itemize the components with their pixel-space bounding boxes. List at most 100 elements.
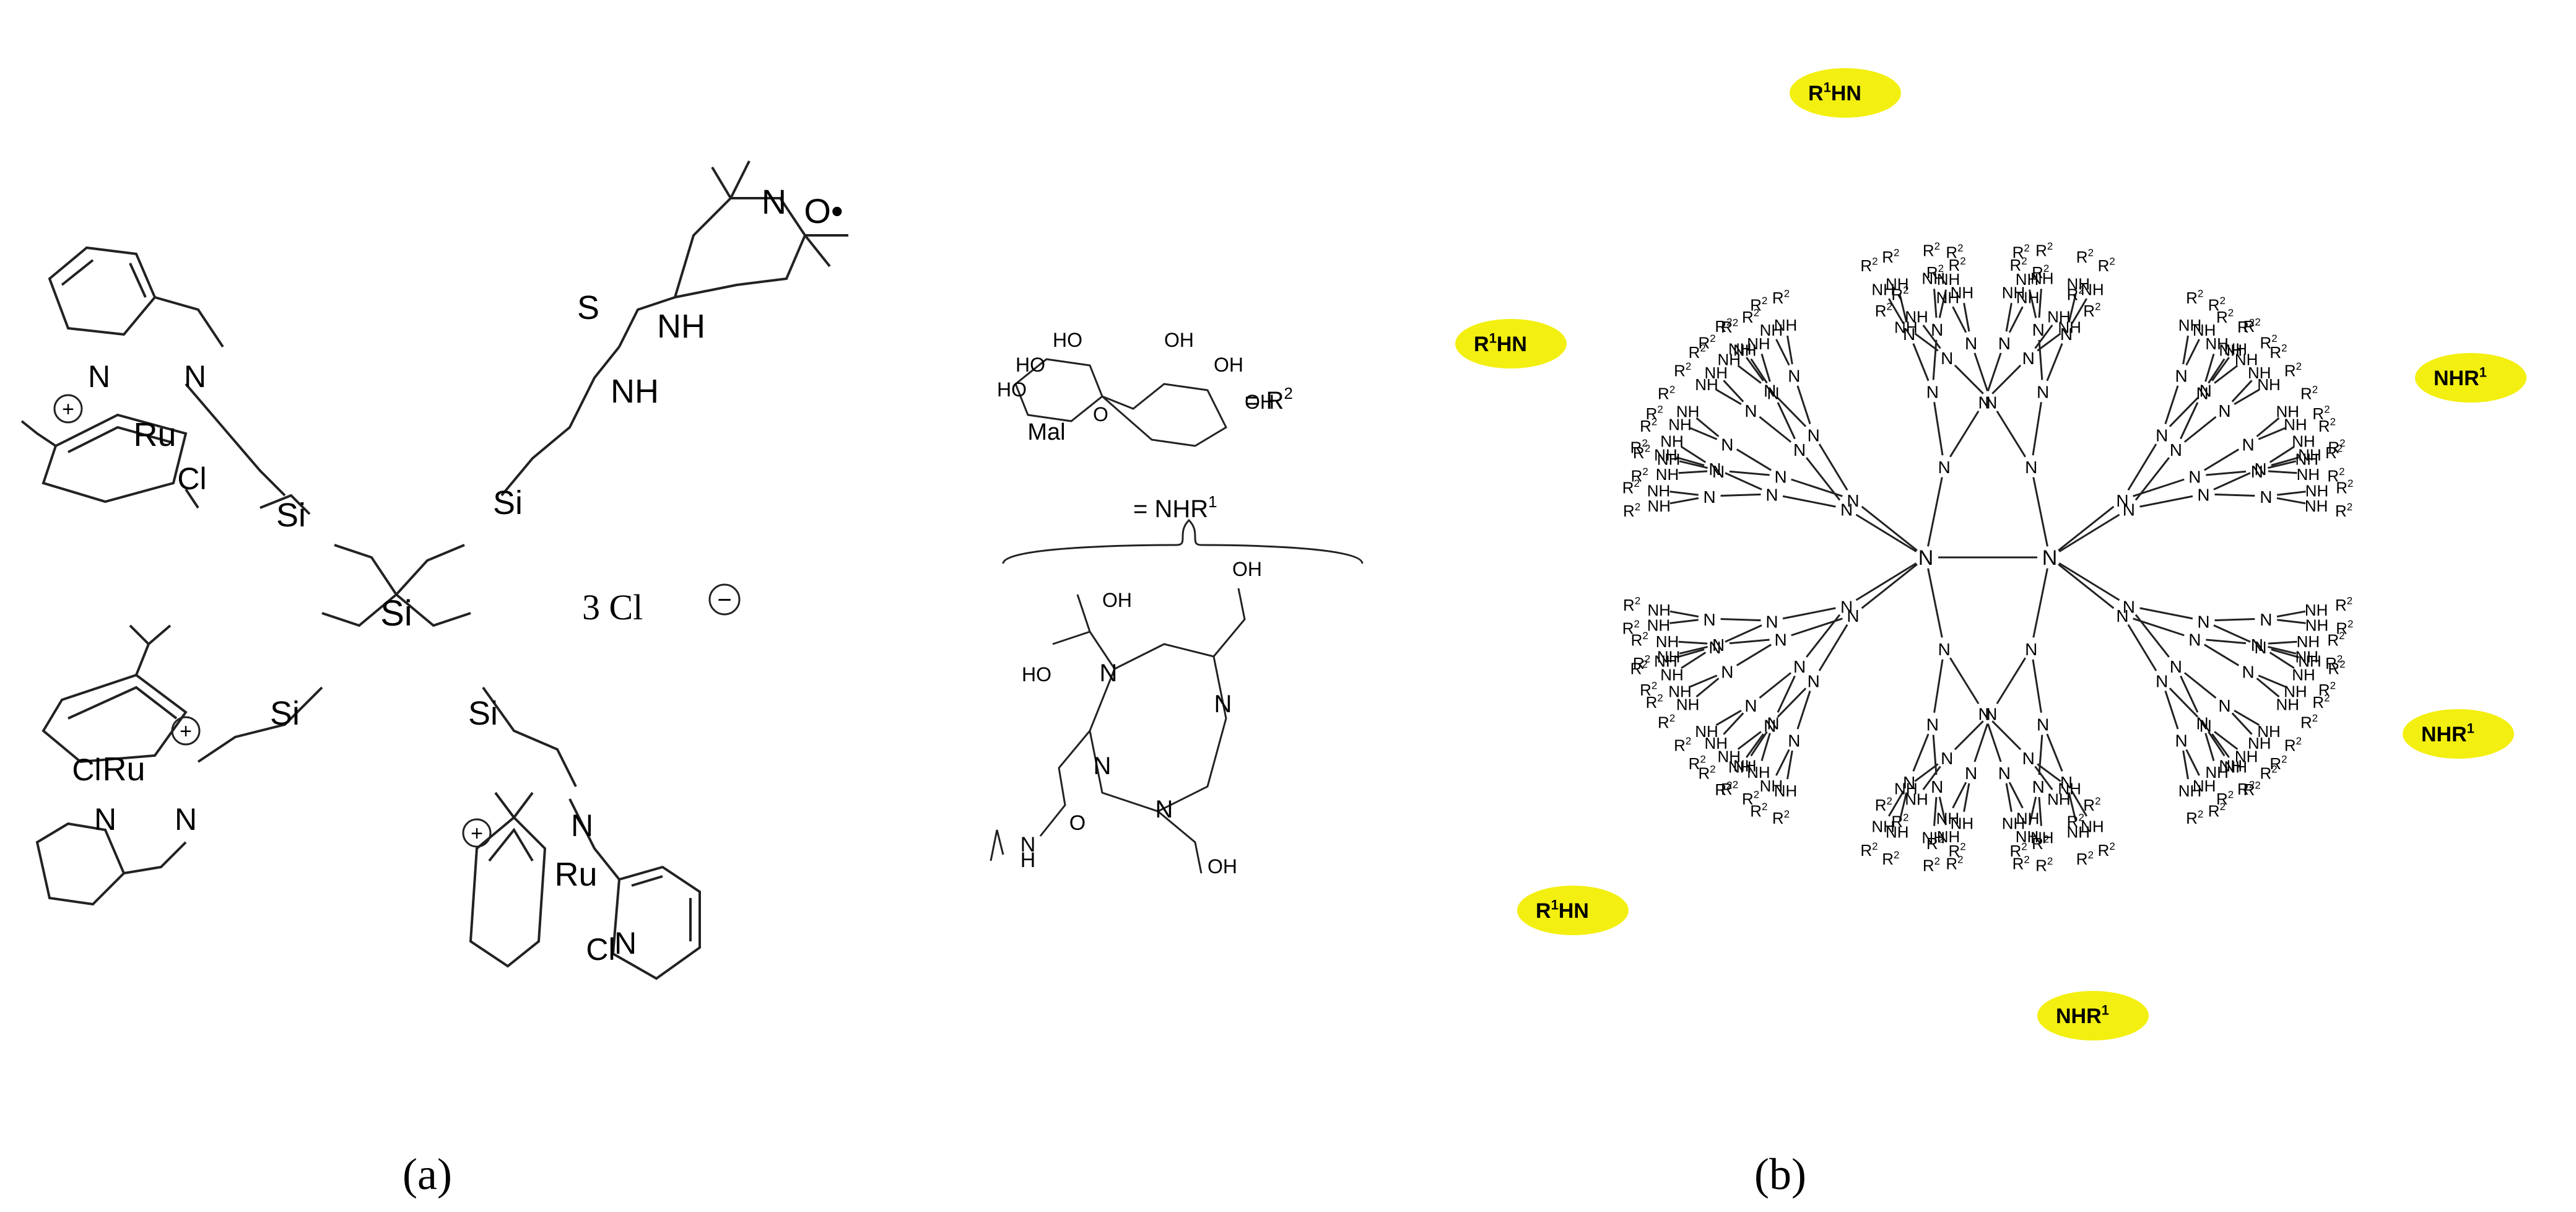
terminal-nh-label: NH: [2305, 616, 2329, 634]
bond-line: [1775, 339, 1790, 366]
branch-nitrogen-label: N: [2123, 597, 2135, 616]
nitrogen-label: N: [94, 802, 116, 837]
bond-line: [2037, 333, 2061, 352]
terminal-r2-label: R2: [2300, 383, 2318, 403]
terminal-nh-label: NH: [1657, 647, 1681, 666]
terminal-nh-label: NH: [2058, 779, 2081, 798]
bond-line: [1737, 365, 1762, 384]
branch-nitrogen-label: N: [1712, 462, 1725, 481]
terminal-nh-label: NH: [2297, 632, 2320, 651]
terminal-nh-label: NH: [1774, 316, 1798, 334]
ruthenium-label: Ru: [554, 856, 597, 893]
bond-line: [2213, 624, 2251, 643]
si-label: Si: [468, 695, 498, 732]
branch-nitrogen-label: N: [2032, 320, 2045, 339]
bond-line: [1725, 472, 1762, 490]
terminal-nh-label: NH: [2298, 652, 2321, 670]
terminal-nh-label: NH: [1733, 756, 1757, 775]
branch-nitrogen-label: N: [2197, 612, 2209, 631]
terminal-r2-label: R2: [1674, 360, 1691, 380]
terminal-r2-label: R2: [1948, 840, 1965, 860]
terminal-nh-label: NH: [2248, 734, 2271, 752]
terminal-r2-label: R2: [2325, 653, 2343, 673]
bond-line: [2180, 402, 2199, 440]
terminal-r2-label: R2: [2186, 808, 2203, 827]
bond-line: [1723, 380, 1744, 403]
terminal-nh-label: NH: [2224, 758, 2247, 777]
bond-line: [2071, 298, 2088, 325]
terminal-r2-label: R2: [1646, 403, 1663, 422]
bond-line: [1678, 640, 1708, 645]
terminal-nh-label: NH: [1936, 809, 1960, 828]
negative-charge-sign: −: [717, 586, 731, 614]
terminal-r2-label: R2: [1658, 712, 1675, 731]
terminal-r2-label: R2: [1689, 342, 1706, 362]
bond-line: [2208, 358, 2226, 384]
bond-line: [1759, 416, 1792, 443]
terminal-r2-label: R2: [2032, 263, 2049, 282]
terminal-nh-label: NH: [1937, 270, 1960, 289]
terminal-r2-label: R2: [1633, 443, 1650, 462]
branch-nitrogen-label: N: [1847, 606, 1859, 626]
si-label: Si: [276, 497, 306, 534]
bond-line: [2206, 470, 2247, 476]
branch-nitrogen-label: N: [2200, 381, 2212, 400]
terminal-r2-label: R2: [1772, 287, 1790, 307]
terminal-r2-label: R2: [1715, 780, 1732, 799]
branch-nitrogen-label: N: [2251, 635, 2263, 655]
bond-line: [1796, 691, 1811, 730]
oh-label: OH: [1164, 329, 1194, 351]
terminal-nh-label: NH: [1695, 375, 1718, 394]
bond-line: [1949, 410, 1980, 458]
highlight-ellipse: [2037, 991, 2149, 1040]
terminal-r2-label: R2: [2327, 630, 2344, 649]
terminal-nh-label: NH: [1905, 790, 1928, 809]
highlight-label: NHR1: [2421, 720, 2474, 746]
terminal-nh-label: NH: [2235, 748, 2258, 766]
bond-line: [1746, 733, 1764, 758]
bond-line: [2139, 495, 2193, 508]
bond-line: [1922, 325, 1941, 349]
terminal-r2-label: R2: [1622, 477, 1640, 497]
branch-nitrogen-label: N: [2260, 610, 2272, 629]
terminal-nh-label: NH: [1936, 288, 1960, 307]
branch-nitrogen-label: N: [2032, 777, 2045, 796]
terminal-nh-label: NH: [2305, 497, 2328, 515]
bond-line: [2029, 796, 2037, 826]
branch-nitrogen-label: N: [1788, 731, 1800, 750]
terminal-nh-label: NH: [1871, 281, 1895, 299]
terminal-r2-label: R2: [2186, 287, 2203, 307]
bond-line: [2258, 427, 2286, 440]
bond-line: [1723, 712, 1744, 735]
terminal-r2-label: R2: [1923, 240, 1940, 259]
bond-line: [1760, 733, 1771, 761]
bond-line: [2276, 497, 2306, 505]
branch-nitrogen-label: N: [1793, 657, 1806, 676]
terminal-r2-label: R2: [1882, 246, 1899, 266]
bond-line: [1855, 513, 1917, 552]
terminal-r2-label: R2: [2067, 284, 2084, 303]
bond-line: [1949, 657, 1980, 705]
bond-line: [2038, 735, 2043, 775]
bond-line: [2211, 357, 2230, 381]
nitrogen-label: N: [614, 926, 637, 961]
bond-line: [1690, 427, 1718, 440]
bond-line: [2032, 659, 2042, 713]
terminal-nh-label: NH: [1894, 318, 1918, 337]
bond-line: [2231, 380, 2253, 403]
terminal-r2-label: R2: [2035, 240, 2053, 259]
terminal-r2-label: R2: [2237, 317, 2255, 336]
terminal-nh-label: NH: [1728, 339, 1752, 358]
terminal-r2-label: R2: [2010, 840, 2027, 860]
ruthenium-label: Ru: [102, 751, 145, 788]
bond-line: [2058, 513, 2120, 552]
branch-nitrogen-label: N: [2060, 773, 2073, 792]
terminal-r2-label: R2: [2208, 295, 2226, 314]
highlight-ellipse: [2403, 709, 2514, 759]
terminal-r2-label: R2: [2035, 855, 2053, 874]
terminal-r2-label: R2: [2010, 255, 2027, 274]
bond-line: [1736, 448, 1772, 471]
bond-line: [1954, 720, 1984, 751]
terminal-r2-label: R2: [2208, 801, 2226, 820]
terminal-nh-label: NH: [1886, 822, 1909, 841]
